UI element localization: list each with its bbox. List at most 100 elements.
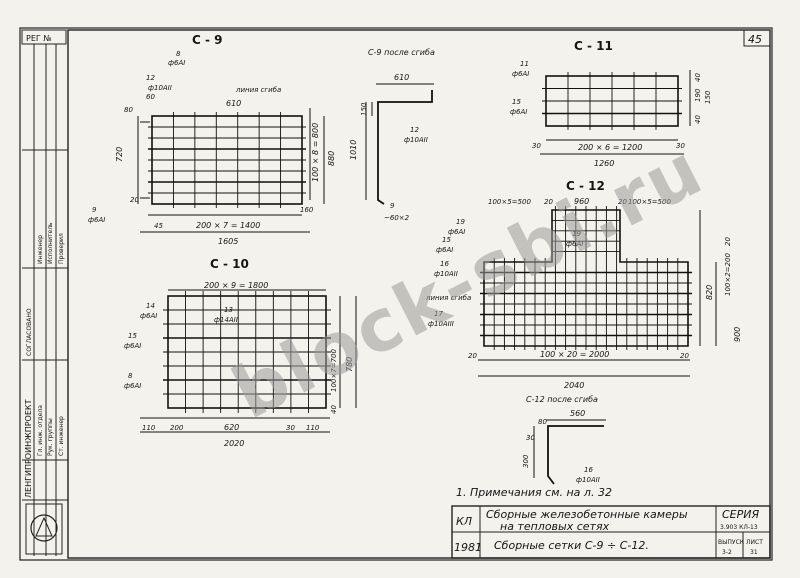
c9-label-4: 60	[146, 93, 155, 101]
c12-bent-title: С-12 после сгиба	[526, 395, 598, 404]
c10-mesh	[140, 289, 357, 433]
c9-label-13: 1605	[218, 237, 238, 246]
c12-mesh	[478, 206, 717, 377]
c12-label-4: 100×5=500	[628, 198, 671, 206]
c12-label-17: 100 × 20 = 2000	[540, 350, 609, 359]
c9-label-6: 610	[226, 99, 241, 108]
c9-bent-label-1: 150	[360, 102, 368, 116]
c9-label-5: линия сгиба	[235, 86, 281, 94]
c9-bent-label-3: 12	[410, 126, 419, 134]
c12-label-23: 100×2=200	[724, 253, 732, 296]
c12-title: С - 12	[566, 179, 605, 193]
issue-label: ВЫПУСК	[718, 539, 745, 546]
c9-label-17: ф6АI	[88, 216, 105, 224]
c12-label-20: 20	[724, 237, 732, 246]
c12-label-10: ф6АI	[436, 246, 453, 254]
stamp-line-6: Проверил	[58, 233, 65, 264]
c10-label-7: 8	[128, 372, 133, 380]
series-label: СЕРИЯ	[722, 508, 759, 521]
c12-bent-label-0: 560	[570, 409, 585, 418]
c11-label-9: 190	[694, 88, 702, 102]
c11-title: С - 11	[574, 39, 613, 53]
c12-label-11: 16	[440, 260, 449, 268]
c10-label-10: 200	[170, 424, 184, 432]
c10-label-2: ф6АI	[140, 312, 157, 320]
c10-label-6: ф6АI	[124, 342, 141, 350]
agreed-label: СОГЛАСОВАНО	[26, 308, 33, 356]
c10-label-5: 15	[128, 332, 137, 340]
c10-title: С - 10	[210, 257, 249, 271]
c12-label-0: 100×5=500	[488, 198, 531, 206]
c12-label-2: 960	[574, 197, 589, 206]
c11-label-6: 30	[676, 142, 685, 150]
c11-label-2: 15	[512, 98, 521, 106]
stamp-line-5: Исполнитель	[47, 222, 54, 264]
c11-label-7: 1260	[594, 159, 614, 168]
c9-label-10: 45	[154, 222, 163, 230]
sheet-value: 31	[750, 549, 758, 556]
c10-label-12: 30	[286, 424, 295, 432]
drawing-code: КЛ	[456, 515, 472, 528]
c11-label-0: 11	[520, 60, 529, 68]
stamp-line-3: Ст. инженер	[58, 416, 65, 456]
c12-bent-label-5: ф10АII	[576, 476, 600, 484]
c9-label-3: ф10АII	[148, 84, 172, 92]
c11-label-11: 40	[694, 115, 702, 124]
c12-bent-shape	[533, 419, 606, 485]
c10-label-17: 780	[345, 357, 354, 372]
description-line-2: на тепловых сетях	[500, 520, 610, 533]
stamp-line-4: Инженер	[37, 235, 44, 264]
c9-label-15: 880	[327, 151, 336, 166]
c9-bent-shape	[365, 83, 434, 205]
c9-label-8: 720	[115, 147, 124, 162]
description-line-1: Сборные железобетонные камеры	[486, 508, 688, 521]
c11-label-5: 200 × 6 = 1200	[578, 143, 642, 152]
sheet-label: ЛИСТ	[746, 539, 763, 546]
c9-label-11: 200 × 7 = 1400	[196, 221, 260, 230]
stamp-line-1: Гл. инж. отдела	[37, 405, 44, 456]
c9-label-1: ф6АI	[168, 59, 185, 67]
c12-bent-label-1: 80	[538, 418, 547, 426]
reg-number-label: РЕГ №	[26, 34, 52, 43]
c9-label-2: 12	[146, 74, 155, 82]
c10-label-16: 100×7=700	[330, 349, 338, 392]
c10-label-9: 110	[142, 424, 156, 432]
c10-label-0: 200 × 9 = 1800	[204, 281, 268, 290]
c12-label-1: 20	[544, 198, 553, 206]
c9-title: С - 9	[192, 33, 223, 47]
c12-label-5: 19	[456, 218, 465, 226]
c10-label-4: ф14АII	[214, 316, 238, 324]
c12-label-16: 20	[468, 352, 477, 360]
c12-label-18: 20	[680, 352, 689, 360]
c9-bent-label-0: 610	[394, 73, 409, 82]
c11-label-10: 150	[704, 90, 712, 104]
c9-label-7: 80	[124, 106, 133, 114]
c10-label-3: 13	[224, 306, 233, 314]
c11-label-8: 40	[694, 73, 702, 82]
sheet-title: Сборные сетки С-9 ÷ С-12.	[494, 539, 649, 552]
c12-label-7: 19	[572, 230, 581, 238]
reg-box	[21, 29, 67, 45]
institute-logo	[25, 503, 63, 555]
c10-label-14: 2020	[224, 439, 244, 448]
c12-label-8: ф6АI	[566, 240, 583, 248]
drawing-year: 1981	[454, 541, 482, 554]
c9-bent-title: С-9 после сгиба	[368, 48, 435, 57]
c11-label-3: ф6АI	[510, 108, 527, 116]
c12-label-19: 2040	[564, 381, 584, 390]
c9-label-14: 100 × 8 = 800	[311, 123, 320, 182]
c9-label-0: 8	[176, 50, 181, 58]
sheet-number-box	[743, 29, 771, 47]
c9-bent-label-6: ~60×2	[384, 214, 410, 222]
c12-bent-label-3: 300	[522, 454, 530, 468]
institute-logo-emblem	[30, 514, 58, 542]
c9-bent-label-4: ф10АII	[404, 136, 428, 144]
c10-label-11: 620	[224, 423, 239, 432]
c12-label-22: 900	[733, 327, 742, 342]
c9-bent-label-5: 9	[390, 202, 395, 210]
c9-label-9: 20	[130, 196, 139, 204]
issue-value: 3-2	[722, 549, 732, 556]
c9-label-12: 160	[300, 206, 314, 214]
